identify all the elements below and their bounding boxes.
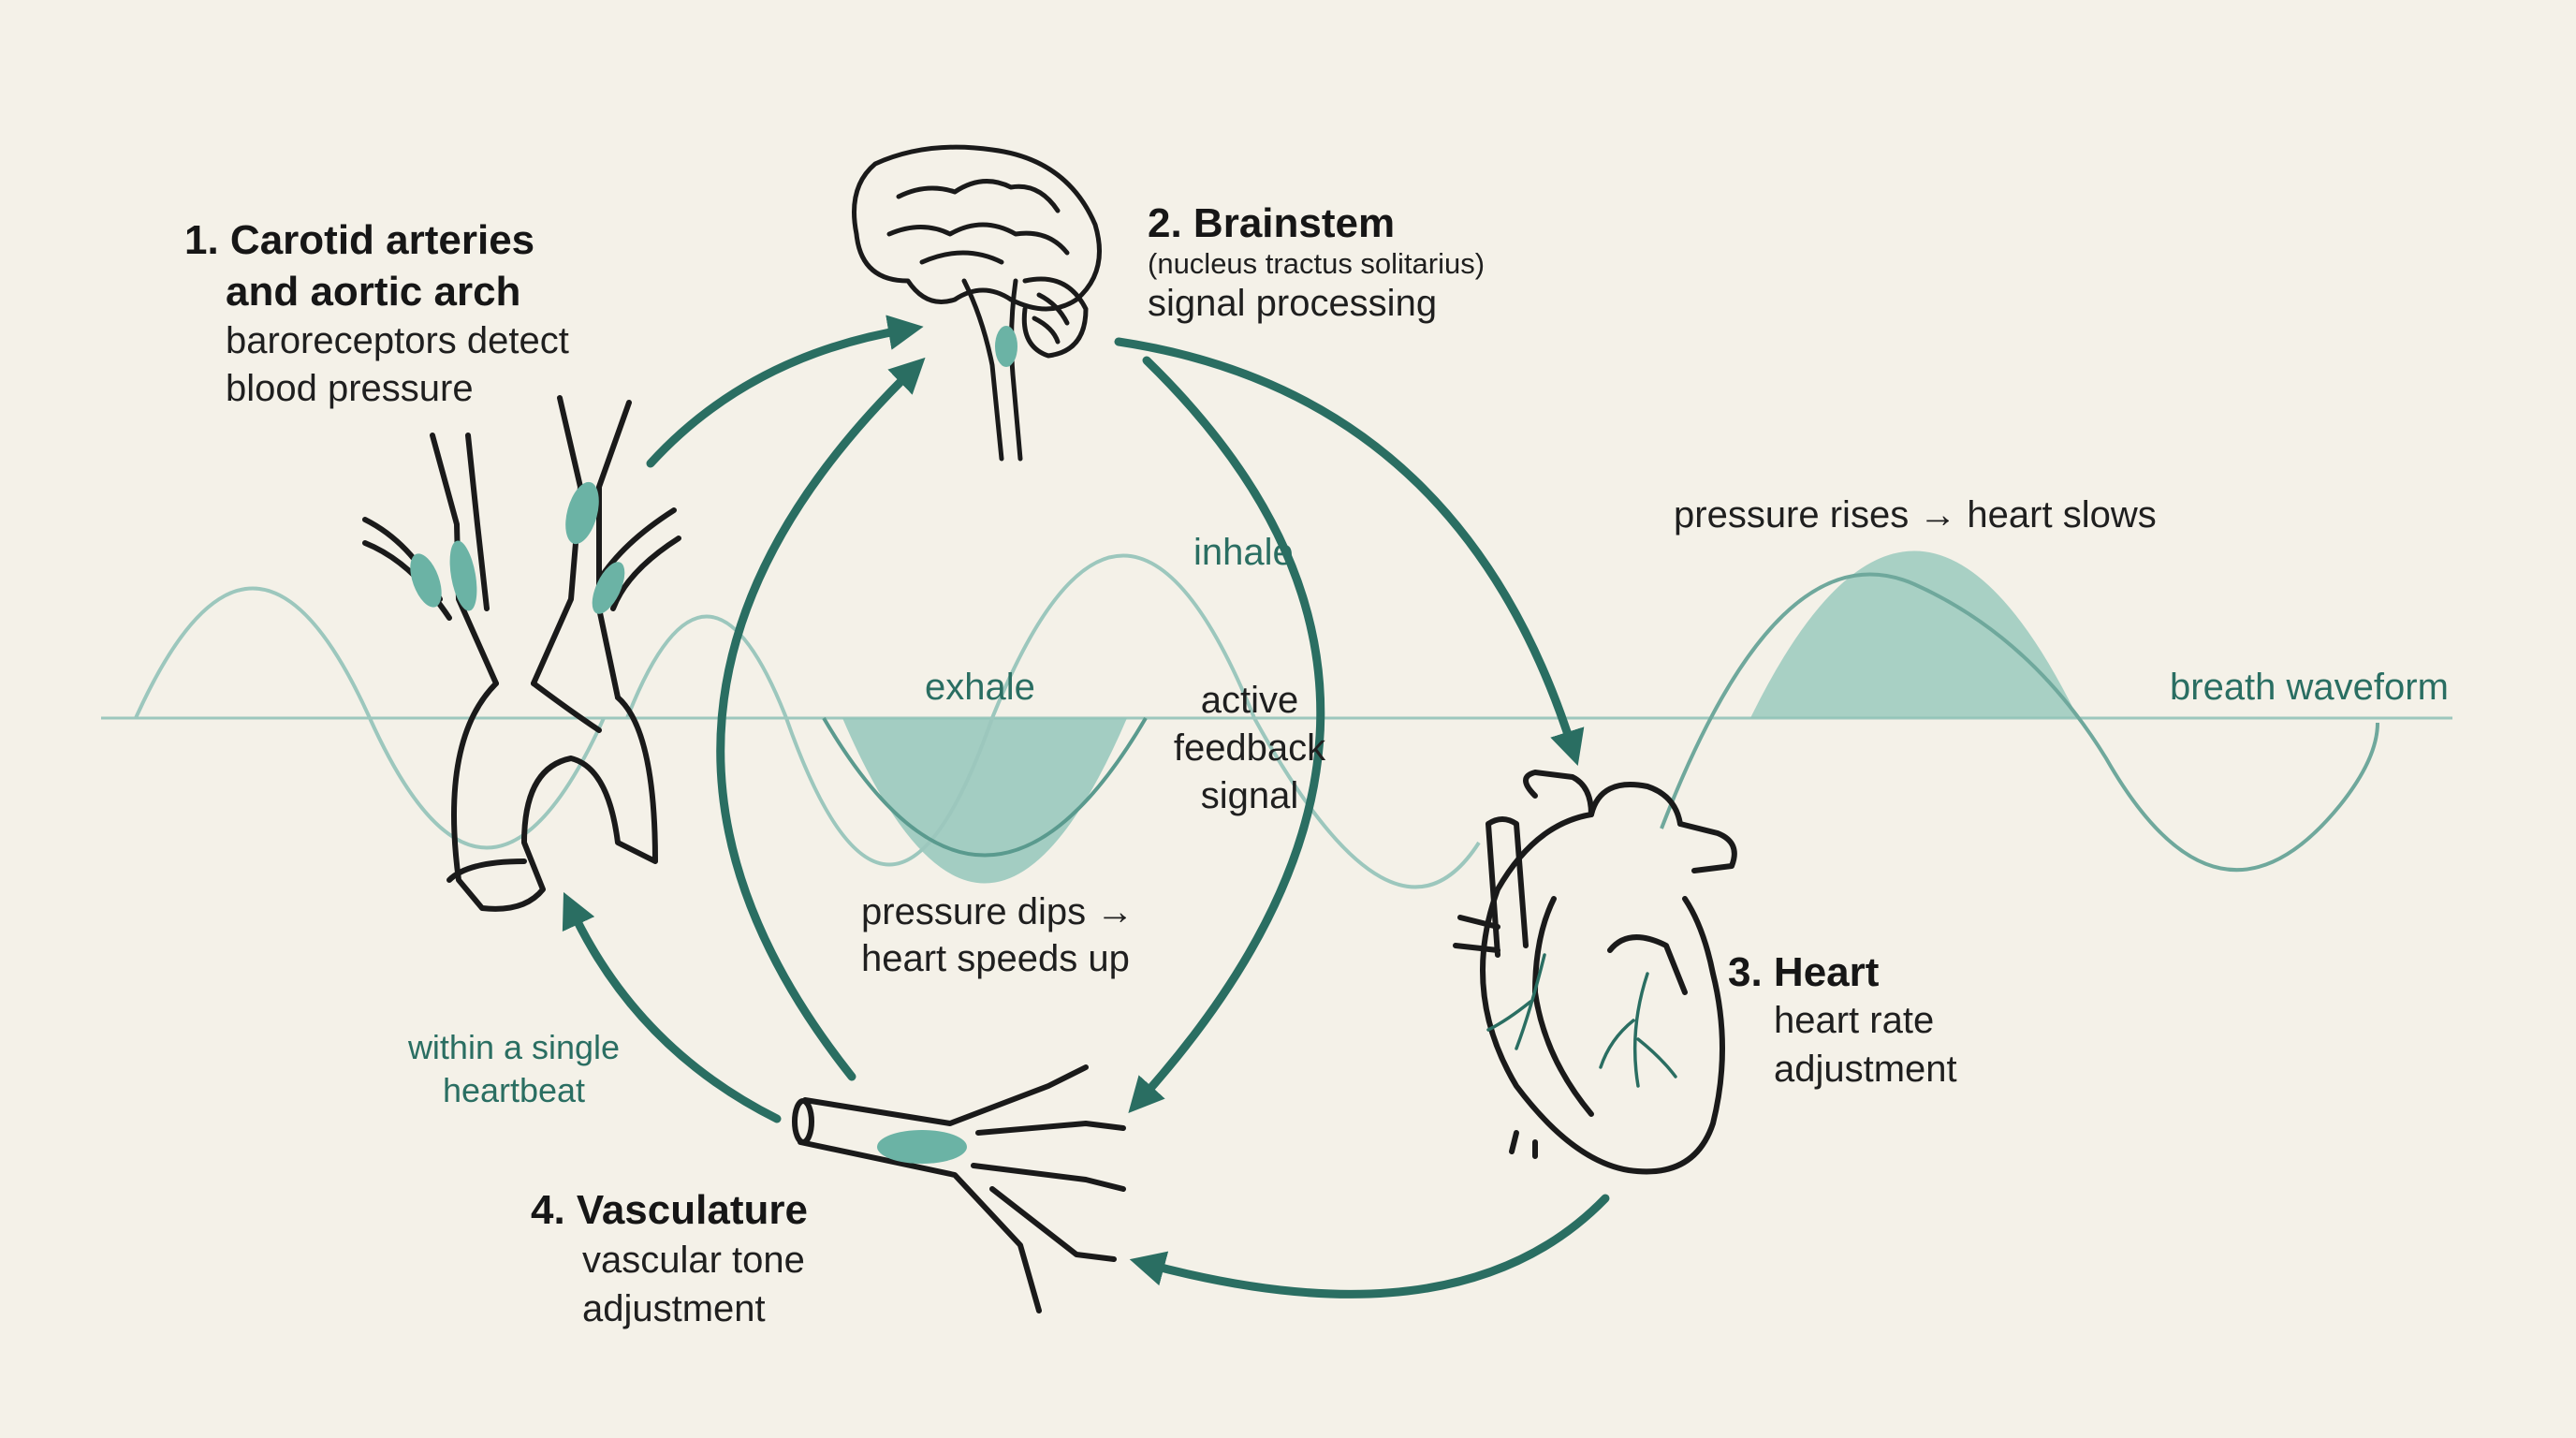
vasculature-title: 4. Vasculature bbox=[531, 1187, 808, 1233]
arrow-inner-down bbox=[1128, 356, 1325, 1114]
pressure-dips-label-line1: pressure dips → bbox=[861, 891, 1134, 932]
vasculature-description-line2: adjustment bbox=[582, 1288, 766, 1329]
breath-waveform-middle bbox=[625, 553, 1481, 889]
heart-description-line1: heart rate bbox=[1774, 1000, 1935, 1041]
heart-icon bbox=[1453, 770, 1737, 1175]
active-feedback-label-line3: signal bbox=[1200, 775, 1299, 816]
arrow-vasculature-to-carotid bbox=[562, 891, 782, 1123]
inhale-label: inhale bbox=[1193, 532, 1294, 573]
carotid-title-line1: 1. Carotid arteries bbox=[184, 217, 535, 263]
brain-icon bbox=[852, 144, 1102, 462]
brainstem-title: 2. Brainstem bbox=[1148, 200, 1396, 246]
heart-title: 3. Heart bbox=[1728, 949, 1880, 995]
vasculature-description-line1: vascular tone bbox=[582, 1240, 805, 1281]
carotid-artery-icon bbox=[362, 395, 681, 912]
within-heartbeat-label-line1: within a single bbox=[407, 1028, 621, 1066]
carotid-description-line2: blood pressure bbox=[226, 368, 474, 409]
arrow-carotid-to-brainstem bbox=[646, 315, 924, 468]
pressure-dip-area bbox=[842, 718, 1127, 884]
breath-waveform-trough bbox=[822, 716, 1148, 858]
pressure-dips-label-line2: heart speeds up bbox=[861, 938, 1130, 979]
pressure-rise-area bbox=[1750, 550, 2078, 718]
active-feedback-label-line2: feedback bbox=[1173, 727, 1326, 769]
within-heartbeat-label-line2: heartbeat bbox=[442, 1071, 586, 1109]
baroreceptor-patches bbox=[410, 481, 625, 614]
pressure-rises-label: pressure rises → heart slows bbox=[1674, 494, 2157, 536]
heart-description-line2: adjustment bbox=[1774, 1049, 1957, 1090]
feedback-loop-arrows bbox=[562, 315, 1610, 1299]
brainstem-subtitle: (nucleus tractus solitarius) bbox=[1148, 247, 1486, 280]
blood-vessel-icon bbox=[792, 1064, 1126, 1313]
arrow-brainstem-to-heart bbox=[1114, 337, 1585, 767]
exhale-label: exhale bbox=[925, 667, 1035, 708]
active-feedback-label-line1: active bbox=[1200, 680, 1299, 721]
breath-waveform-right bbox=[1660, 572, 2379, 873]
breath-waveform-label: breath waveform bbox=[2170, 667, 2449, 708]
brainstem-description: signal processing bbox=[1148, 283, 1438, 324]
arrow-inner-up bbox=[716, 357, 926, 1081]
carotid-description-line1: baroreceptors detect bbox=[226, 320, 569, 361]
arrow-heart-to-vasculature bbox=[1129, 1194, 1610, 1299]
brainstem-nucleus bbox=[995, 326, 1017, 367]
vessel-segment bbox=[877, 1130, 967, 1164]
carotid-title-line2: and aortic arch bbox=[226, 269, 521, 315]
breath-waveform-left bbox=[134, 586, 606, 850]
coronary-vessels bbox=[1486, 953, 1677, 1088]
